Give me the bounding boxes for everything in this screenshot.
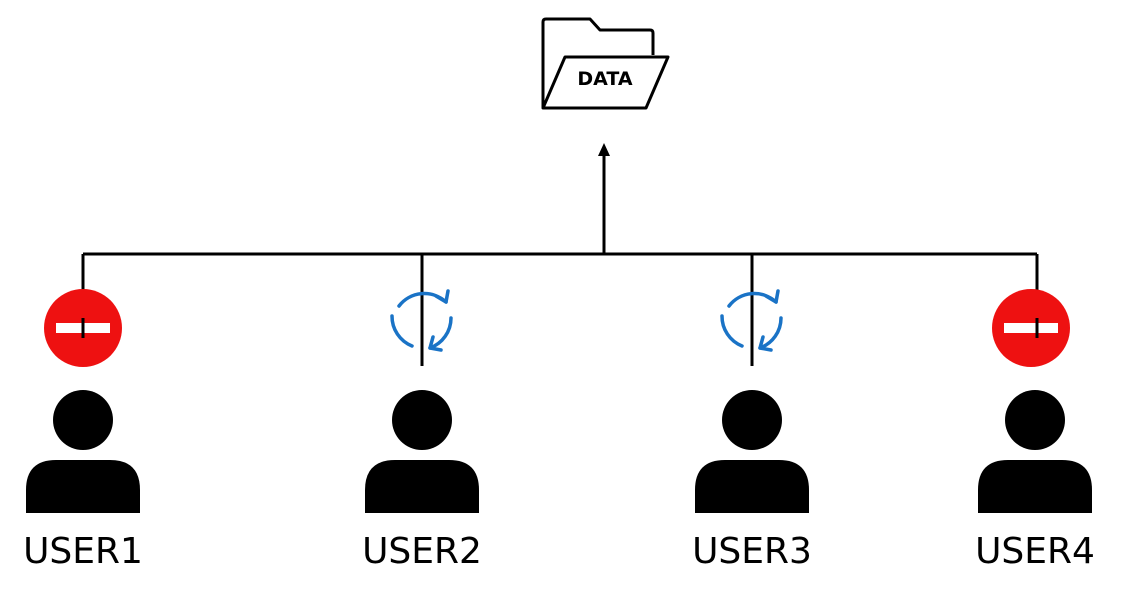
no-entry-icon: [44, 289, 122, 367]
no-entry-icon: [992, 289, 1070, 367]
connector-lines: [81, 152, 1039, 366]
arrow-up-icon: [598, 143, 610, 156]
user-label-3: USER3: [692, 531, 812, 572]
folder-icon: DATA: [541, 17, 670, 110]
folder-label: DATA: [577, 68, 632, 90]
sync-icon: [390, 289, 453, 352]
user-icon: [26, 390, 140, 513]
user-icon: [695, 390, 809, 513]
user-label-1: USER1: [23, 531, 143, 572]
user-label-2: USER2: [362, 531, 482, 572]
user-label-4: USER4: [975, 531, 1095, 572]
user-icon: [365, 390, 479, 513]
user-icon: [978, 390, 1092, 513]
sync-icon: [720, 289, 783, 352]
